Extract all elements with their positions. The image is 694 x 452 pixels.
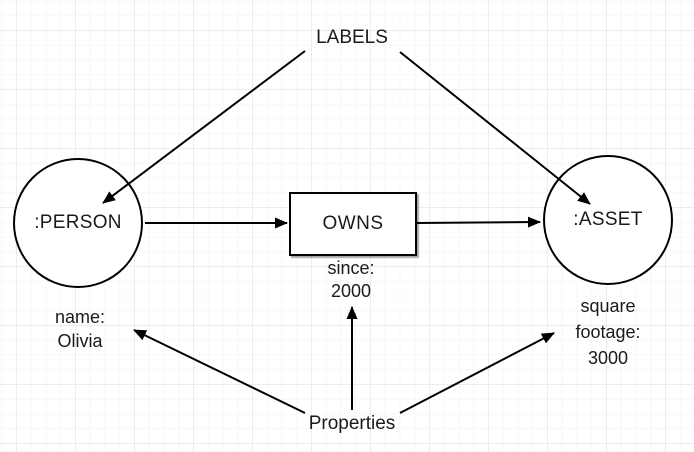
person-property-line1: name:	[54, 307, 106, 327]
person-property-line2: Olivia	[57, 331, 103, 351]
owns-property-text: since: 2000	[327, 257, 374, 303]
asset-property-text: square footage: 3000	[575, 293, 640, 371]
properties-annotation: Properties	[308, 413, 396, 434]
arrow-properties-to-person-property	[133, 329, 306, 414]
owns-property-line2: 2000	[330, 281, 372, 301]
node-asset-label: :ASSET	[573, 209, 643, 230]
arrow-properties-to-asset-property	[399, 332, 555, 414]
node-asset-circle: :ASSET	[543, 155, 673, 285]
owns-property-line1: since:	[327, 258, 375, 278]
asset-property-line3: 3000	[587, 348, 629, 368]
arrow-owns-to-asset	[416, 216, 541, 228]
asset-property-line2: footage:	[575, 322, 641, 342]
person-property-text: name: Olivia	[55, 305, 105, 353]
relationship-owns-label: OWNS	[322, 213, 384, 234]
node-person-circle: :PERSON	[13, 158, 143, 288]
arrow-labels-to-person	[102, 50, 306, 204]
labels-annotation: LABELS	[316, 27, 388, 48]
node-person-label: :PERSON	[34, 212, 122, 233]
relationship-owns-box: OWNS	[289, 192, 417, 256]
asset-property-line1: square	[580, 296, 636, 316]
